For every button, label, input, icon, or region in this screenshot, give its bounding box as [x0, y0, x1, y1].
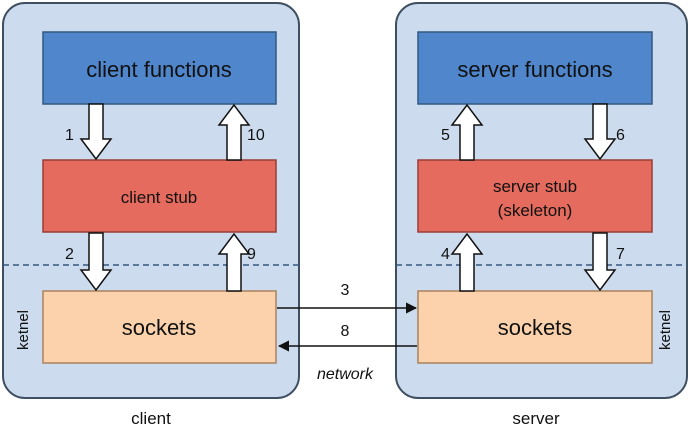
client-functions-label: client functions [86, 57, 232, 82]
server-functions-box [417, 31, 653, 105]
server-stub-box [417, 159, 653, 233]
step-8-label: 8 [341, 323, 350, 340]
server-stub-label-line2: (skeleton) [498, 201, 573, 220]
server-kernel-label: ketnel [657, 310, 674, 350]
step-4-label: 4 [441, 246, 450, 263]
step-3-label: 3 [341, 282, 350, 299]
step-9-label: 9 [247, 246, 256, 263]
client-sockets-label: sockets [122, 315, 197, 340]
server-caption: server [512, 409, 560, 428]
step-9-arrow-up [217, 232, 251, 292]
step-7-arrow-down [583, 232, 617, 292]
client-sockets-box [42, 290, 277, 364]
server-sockets-box [417, 290, 653, 364]
server-stub-label-line1: server stub [493, 177, 577, 196]
step-10-arrow-up [217, 103, 251, 161]
step-5-arrow-up [450, 103, 484, 161]
network-label: network [317, 366, 374, 383]
step-1-label: 1 [65, 127, 74, 144]
client-panel: client functions client stub sockets ket… [2, 2, 300, 399]
step-5-label: 5 [441, 127, 450, 144]
step-6-arrow-down [583, 103, 617, 161]
step-2-label: 2 [65, 246, 74, 263]
client-caption: client [131, 409, 171, 428]
client-stub-label: client stub [121, 188, 198, 207]
step-1-arrow-down [79, 103, 113, 161]
step-7-label: 7 [616, 246, 625, 263]
step-4-arrow-up [450, 232, 484, 292]
server-panel: server functions server stub (skeleton) … [395, 2, 688, 399]
step-10-label: 10 [247, 127, 265, 144]
server-sockets-label: sockets [498, 315, 573, 340]
step-2-arrow-down [79, 232, 113, 292]
client-functions-box [42, 31, 277, 105]
step-6-label: 6 [616, 127, 625, 144]
server-functions-label: server functions [457, 57, 612, 82]
client-stub-box [42, 159, 277, 233]
client-kernel-label: ketnel [15, 310, 32, 350]
